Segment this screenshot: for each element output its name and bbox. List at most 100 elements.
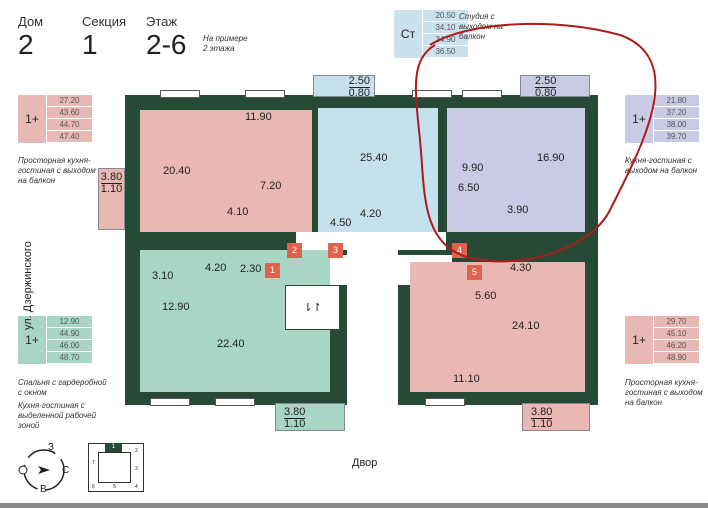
key-plan: 1 2 3 4 5 6 7	[88, 443, 144, 492]
room-area: 22.40	[217, 338, 245, 350]
room-area: 4.30	[510, 262, 532, 274]
section-label: Секция	[82, 14, 127, 29]
room-area: 25.40	[360, 152, 388, 164]
room-area: 16.90	[537, 152, 565, 164]
key-plan-label: 5	[113, 484, 116, 490]
legend-desc: Студия с выходом на балкон	[459, 12, 503, 41]
room-area: 7.20	[260, 180, 282, 192]
room-area: 5.60	[475, 290, 497, 302]
apartment-4[interactable]	[447, 108, 585, 232]
window	[412, 90, 452, 98]
area-value: 39.70	[653, 131, 699, 143]
area-value: 36.50	[422, 46, 468, 58]
area-value: 47.40	[46, 131, 92, 143]
room-area: 3.10	[152, 270, 174, 282]
area-value: 46.00	[46, 340, 92, 352]
floor-label: Этаж	[146, 14, 178, 29]
room-area: 3.90	[507, 204, 529, 216]
room-area: 4.20	[205, 262, 227, 274]
balcony-depth: 0.80	[348, 87, 370, 99]
room-area: 11.10	[453, 373, 480, 385]
compass-west: В	[40, 484, 47, 495]
area-value: 44.70	[46, 119, 92, 131]
key-plan-label: 3	[135, 466, 138, 472]
yard-label: Двор	[352, 457, 378, 469]
legend-desc: Спальня с гардеробной с окном	[18, 378, 107, 397]
area-value: 38.00	[653, 119, 699, 131]
compass-east: З	[48, 442, 55, 453]
room-area: 9.90	[462, 162, 484, 174]
apartment-2[interactable]	[140, 110, 312, 232]
legend-type: 1+	[25, 333, 39, 347]
room-area: 6.50	[458, 182, 480, 194]
entrance-marker-4[interactable]: 4	[452, 243, 467, 258]
entrance-marker-2[interactable]: 2	[287, 243, 302, 258]
section-number: 1	[82, 29, 98, 60]
legend-type: 1+	[632, 112, 646, 126]
legend-desc-2: Кухня-гостиная с выделенной рабочей зоно…	[18, 401, 97, 430]
window	[462, 90, 502, 98]
balcony-depth: 1.10	[100, 183, 123, 195]
area-value: 48.70	[46, 352, 92, 364]
area-value: 43.60	[46, 107, 92, 119]
compass-north: С	[62, 465, 70, 476]
room-area: 2.30	[240, 263, 262, 275]
window	[160, 90, 200, 98]
elevator: ⇂↾	[285, 285, 340, 330]
room-area: 4.10	[227, 206, 249, 218]
apartment-5[interactable]	[410, 262, 585, 392]
balcony-depth: 1.10	[284, 418, 306, 430]
entrance-marker-5[interactable]: 5	[467, 265, 482, 280]
area-value: 20.50	[422, 10, 468, 22]
area-value: 45.10	[653, 328, 699, 340]
house-number: 2	[18, 29, 34, 60]
room-area: 4.50	[330, 217, 352, 229]
room-area: 12.90	[162, 301, 190, 313]
house-label: Дом	[18, 14, 44, 29]
room-area: 20.40	[163, 165, 191, 177]
area-value: 12.90	[46, 316, 92, 328]
legend-type: 1+	[25, 112, 39, 126]
entrance-marker-1[interactable]: 1	[265, 263, 280, 278]
area-value: 34.90	[422, 34, 468, 46]
area-value: 34.10	[422, 22, 468, 34]
window	[245, 90, 285, 98]
legend-desc: Кухня-гостиная с выходом на балкон	[625, 156, 698, 175]
area-value: 37.20	[653, 107, 699, 119]
area-value: 27.20	[46, 95, 92, 107]
area-value: 44.90	[46, 328, 92, 340]
room-area: 4.20	[360, 208, 382, 220]
room-area: 24.10	[512, 320, 540, 332]
compass-icon	[18, 449, 65, 491]
area-value: 46.20	[653, 340, 699, 352]
window	[215, 398, 255, 406]
balcony-depth: 1.10	[531, 418, 553, 430]
key-plan-section-active: 1	[105, 443, 122, 452]
window	[150, 398, 190, 406]
entrance-marker-3[interactable]: 3	[328, 243, 343, 258]
window	[425, 398, 465, 406]
floor-range: 2-6	[146, 29, 187, 60]
legend-type: 1+	[632, 333, 646, 347]
legend-desc: Просторная кухня-гостиная с выходом на б…	[625, 378, 703, 407]
key-plan-label: 6	[92, 484, 95, 490]
area-value: 29.70	[653, 316, 699, 328]
balcony-depth: 0.80	[535, 87, 557, 99]
floor-note: На примере 2 этажа	[203, 34, 248, 53]
key-plan-label: 4	[135, 484, 138, 490]
area-value: 48.90	[653, 352, 699, 364]
bottom-bar	[0, 503, 708, 508]
legend-desc: Просторная кухня-гостиная с выходом на б…	[18, 156, 96, 185]
key-plan-label: 2	[135, 448, 138, 454]
key-plan-courtyard	[98, 452, 131, 483]
